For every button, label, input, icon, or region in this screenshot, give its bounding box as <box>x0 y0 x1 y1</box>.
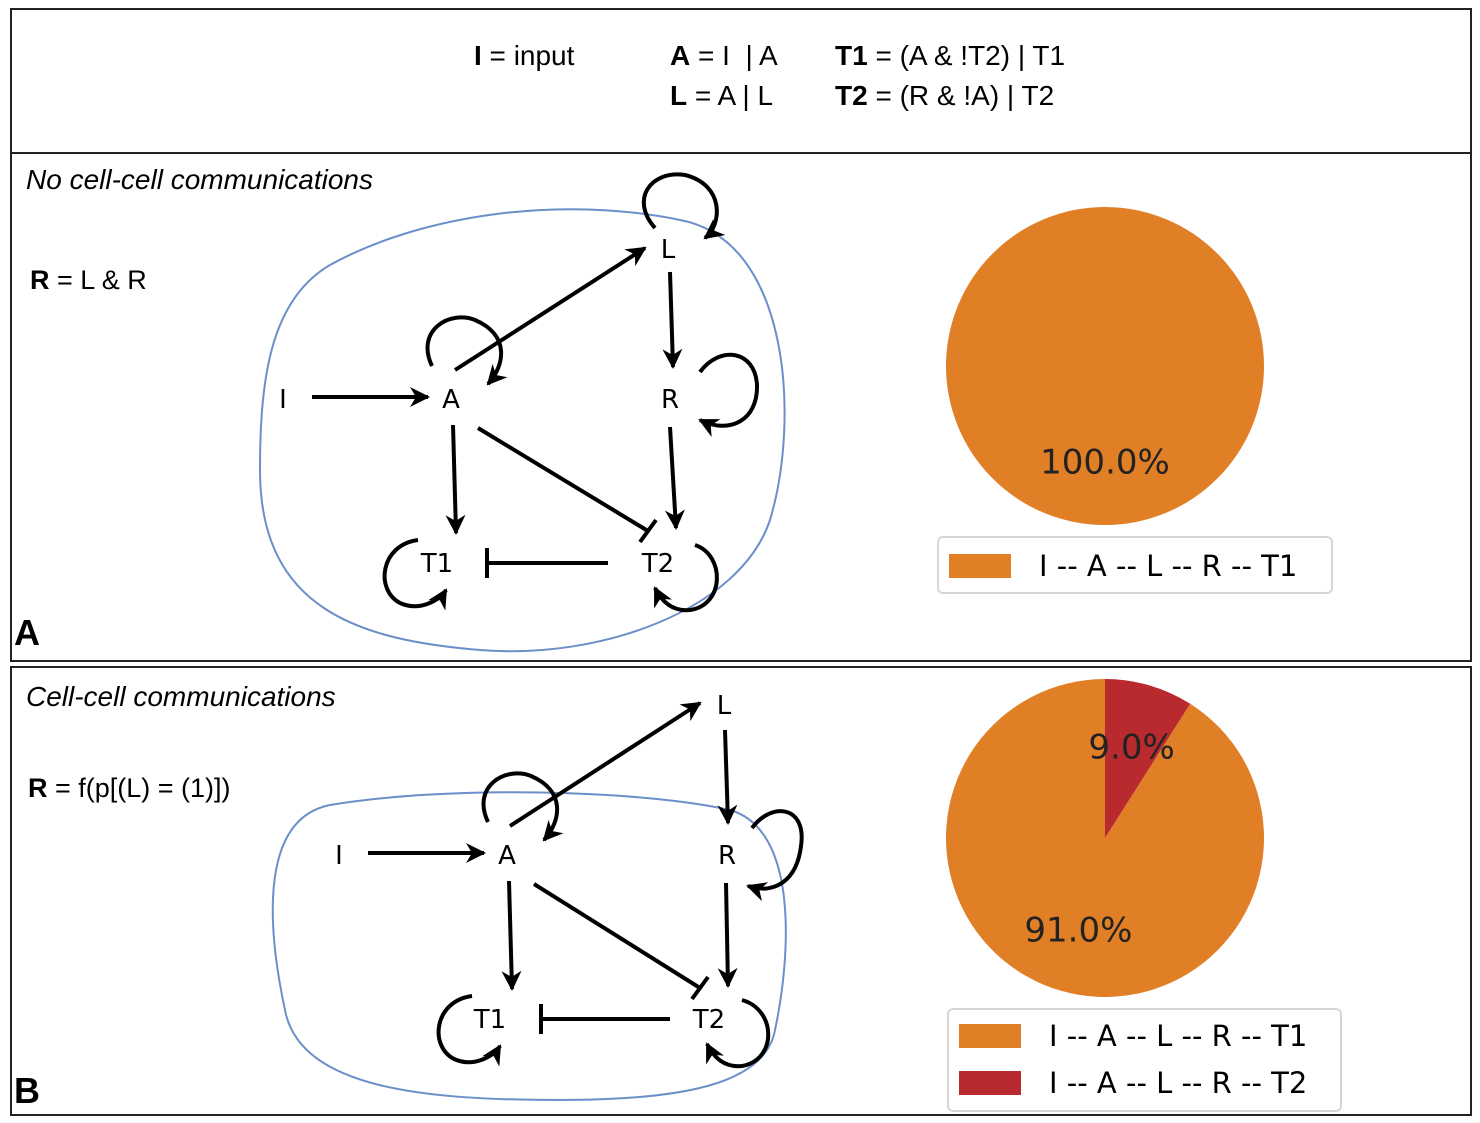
panel-a-network: I A L R T1 T2 <box>258 172 786 653</box>
pie-slice-label: 9.0% <box>1088 727 1174 767</box>
inhibit-bar <box>638 518 658 544</box>
rules-header <box>10 8 1472 154</box>
rule-expr: = f(p[(L) = (1)]) <box>47 773 231 803</box>
node-T2: T2 <box>641 549 674 579</box>
panel-b-r-rule: R = f(p[(L) = (1)]) <box>28 773 231 804</box>
cell-membrane <box>258 208 786 653</box>
node-L: L <box>661 235 676 265</box>
panel-b-network: I A L R T1 T2 <box>271 691 804 1102</box>
inhibit-bar <box>690 975 710 1001</box>
node-T1: T1 <box>473 1005 506 1035</box>
pie-slice <box>946 207 1264 525</box>
self-loop-A <box>481 771 564 842</box>
edge-A-L <box>508 701 702 828</box>
self-loop-T2 <box>653 543 719 613</box>
rule-var: L <box>670 80 688 111</box>
self-loop-R <box>746 809 804 902</box>
rule-var: R <box>30 265 50 295</box>
edge-L-R <box>662 271 683 369</box>
legend-swatch <box>949 554 1011 578</box>
self-loop-T2 <box>705 998 771 1069</box>
pie-slice <box>1105 679 1191 838</box>
panel-a-pie-chart: 100.0% <box>946 207 1264 525</box>
legend-swatch <box>959 1024 1021 1048</box>
pie-slice-label: 100.0% <box>1040 442 1170 482</box>
edge-A-T2-inhibit <box>532 882 702 990</box>
node-A: A <box>498 841 516 871</box>
panel-a-title: No cell-cell communications <box>26 164 374 195</box>
self-loop-A <box>425 315 508 386</box>
rule-var: T2 <box>835 80 868 111</box>
legend-label: I -- A -- L -- R -- T1 <box>1049 1019 1308 1053</box>
legend-entry: I -- A -- L -- R -- T1 <box>959 1019 1307 1053</box>
panel-a-letter: A <box>14 612 40 653</box>
node-T2: T2 <box>692 1005 725 1035</box>
panel-b-letter: B <box>14 1070 40 1111</box>
legend-label: I -- A -- L -- R -- T2 <box>1049 1066 1308 1100</box>
panel-b-title: Cell-cell communications <box>26 681 336 712</box>
node-T1: T1 <box>420 549 453 579</box>
edge-A-T2-inhibit <box>476 426 650 533</box>
self-loop-L <box>641 172 726 240</box>
edge-R-T2 <box>664 426 685 530</box>
node-R: R <box>661 385 679 415</box>
panel-b-pie-chart: 91.0% 9.0% <box>945 679 1264 997</box>
rule-var: I <box>474 40 482 71</box>
cell-membrane <box>271 791 787 1102</box>
rule-var: T1 <box>835 40 868 71</box>
rule-expr: = (A & !T2) | T1 <box>867 40 1066 71</box>
node-L: L <box>717 691 732 721</box>
rule-expr: = input <box>481 40 575 71</box>
node-I: I <box>335 841 343 871</box>
rule-A: A = I | A <box>670 36 778 76</box>
rule-T2: T2 = (R & !A) | T2 <box>835 76 1054 116</box>
panel-a-legend: I -- A -- L -- R -- T1 <box>937 536 1333 594</box>
node-A: A <box>442 385 460 415</box>
pie-slice <box>945 679 1264 997</box>
panel-b-legend: I -- A -- L -- R -- T1 I -- A -- L -- R … <box>947 1008 1342 1112</box>
rule-expr: = I | A <box>690 40 778 71</box>
legend-entry: I -- A -- L -- R -- T2 <box>959 1066 1307 1100</box>
panel-a-r-rule: R = L & R <box>30 265 147 296</box>
edge-L-R <box>717 729 738 825</box>
self-loop-T1 <box>436 994 502 1067</box>
pie-slice-label: 91.0% <box>1024 911 1132 951</box>
self-loop-T1 <box>382 538 448 611</box>
edge-A-T1 <box>501 880 522 991</box>
self-loop-R <box>698 352 760 437</box>
node-I: I <box>279 385 287 415</box>
legend-label: I -- A -- L -- R -- T1 <box>1039 549 1298 583</box>
rule-expr: = L & R <box>49 265 147 295</box>
edge-A-T1 <box>445 424 466 535</box>
legend-entry: I -- A -- L -- R -- T1 <box>949 549 1297 583</box>
edge-A-L <box>453 246 647 372</box>
rule-expr: = A | L <box>687 80 774 111</box>
rule-T1: T1 = (A & !T2) | T1 <box>835 36 1065 76</box>
rule-I: I = input <box>474 36 574 76</box>
rule-var: A <box>670 40 691 71</box>
rule-var: R <box>28 773 48 803</box>
rule-L: L = A | L <box>670 76 773 116</box>
legend-swatch <box>959 1071 1021 1095</box>
rule-expr: = (R & !A) | T2 <box>867 80 1055 111</box>
node-R: R <box>718 841 736 871</box>
edge-R-T2 <box>717 882 738 988</box>
